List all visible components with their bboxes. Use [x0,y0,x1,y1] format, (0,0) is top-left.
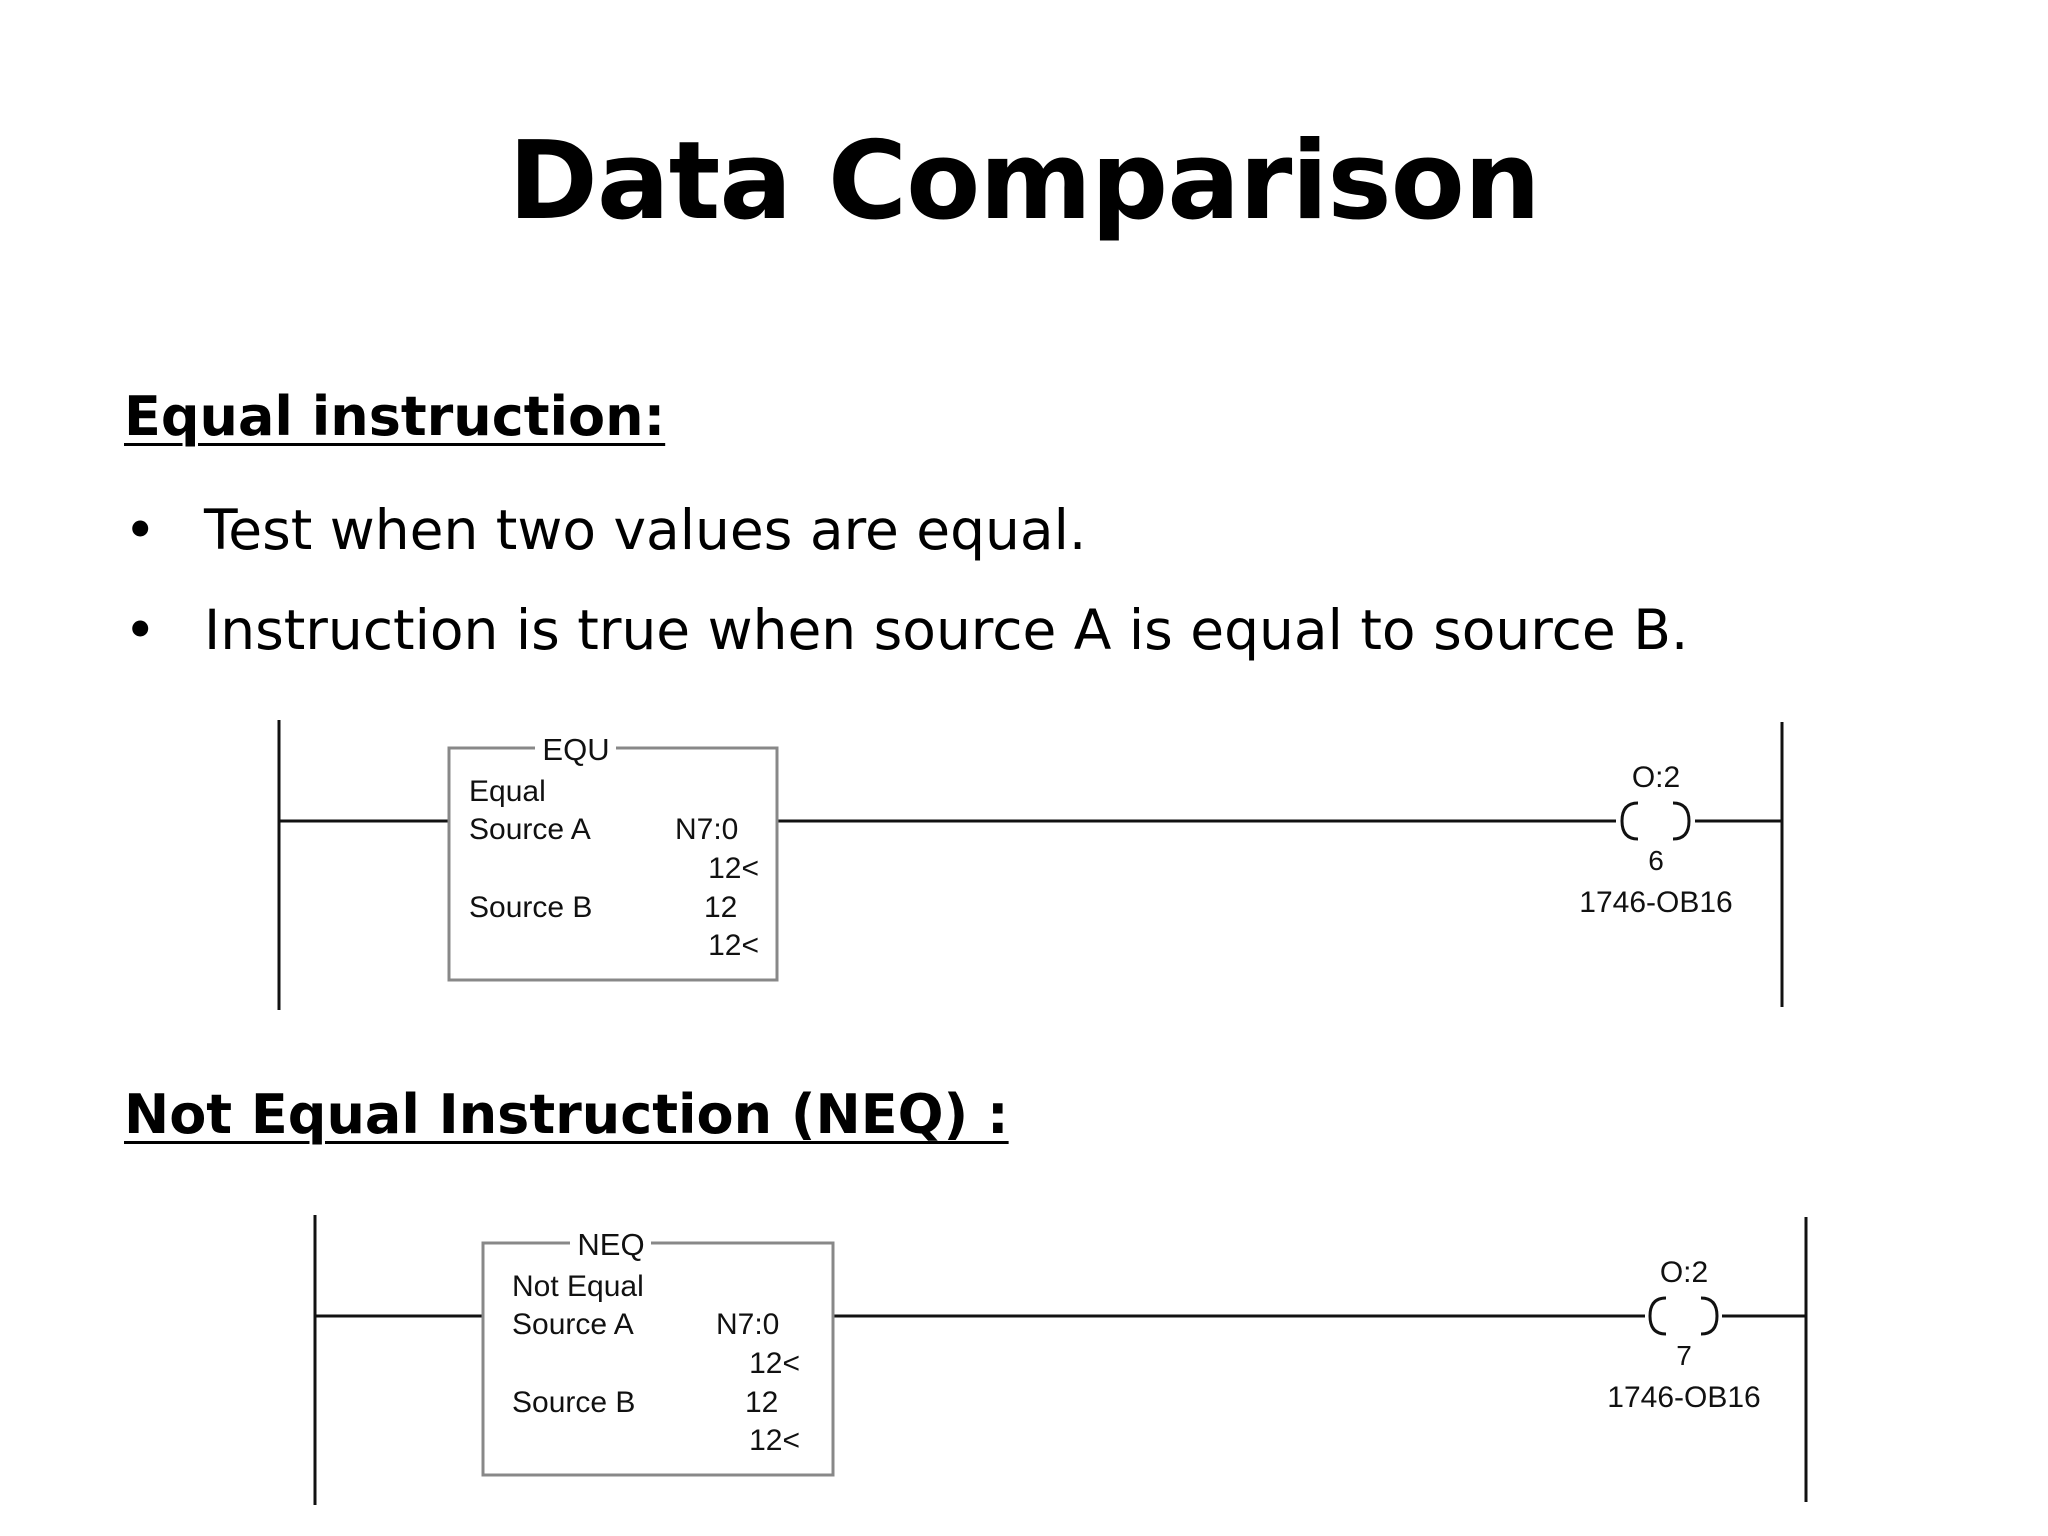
source-b-label: Source B [512,1386,635,1419]
bullet-text: Test when two values are equal. [204,498,1087,562]
coil-right-paren-icon [1672,801,1691,841]
source-a-label: Source A [469,813,591,846]
coil-module: 1746-OB16 [1607,1381,1760,1414]
bullet-item: • Instruction is true when source A is eq… [124,580,1688,680]
neq-ladder-rung: NEQ Not Equal Source A N7:0 12< Source B… [313,1215,1808,1505]
coil-bit: 7 [1676,1340,1692,1371]
source-a-value: 12< [749,1347,800,1380]
slide-title: Data Comparison [508,119,1540,244]
coil-left-paren-icon [1648,1296,1667,1336]
equal-instruction-bullets: • Test when two values are equal. • Instru… [124,480,1688,680]
block-name: Equal [469,775,546,808]
block-mnemonic: NEQ [577,1227,644,1262]
source-b-value: 12< [749,1424,800,1457]
output-coil: O:2 6 1746-OB16 [1579,761,1732,919]
output-coil: O:2 7 1746-OB16 [1607,1256,1760,1414]
bullet-item: • Test when two values are equal. [124,480,1688,580]
coil-module: 1746-OB16 [1579,886,1732,919]
bullet-dot-icon: • [124,498,157,562]
equal-instruction-heading: Equal instruction: [124,385,666,448]
source-a-value: 12< [708,852,759,885]
neq-instruction-block: NEQ Not Equal Source A N7:0 12< Source B… [481,1227,835,1477]
source-b-value: 12< [708,929,759,962]
coil-address: O:2 [1660,1256,1708,1289]
coil-address: O:2 [1632,761,1680,794]
source-a-label: Source A [512,1308,634,1341]
coil-bit: 6 [1648,845,1664,876]
coil-right-paren-icon [1700,1296,1719,1336]
source-a-address: N7:0 [675,813,738,846]
bullet-text: Instruction is true when source A is equ… [204,598,1689,662]
block-mnemonic: EQU [542,732,609,767]
source-b-label: Source B [469,891,592,924]
block-name: Not Equal [512,1270,644,1303]
source-b-address: 12 [745,1386,778,1419]
equ-ladder-rung: EQU Equal Source A N7:0 12< Source B 12 … [277,720,1784,1010]
not-equal-instruction-heading: Not Equal Instruction (NEQ) : [124,1083,1009,1146]
equ-instruction-block: EQU Equal Source A N7:0 12< Source B 12 … [447,732,779,982]
bullet-dot-icon: • [124,598,157,662]
source-a-address: N7:0 [716,1308,779,1341]
coil-left-paren-icon [1620,801,1639,841]
source-b-address: 12 [704,891,737,924]
